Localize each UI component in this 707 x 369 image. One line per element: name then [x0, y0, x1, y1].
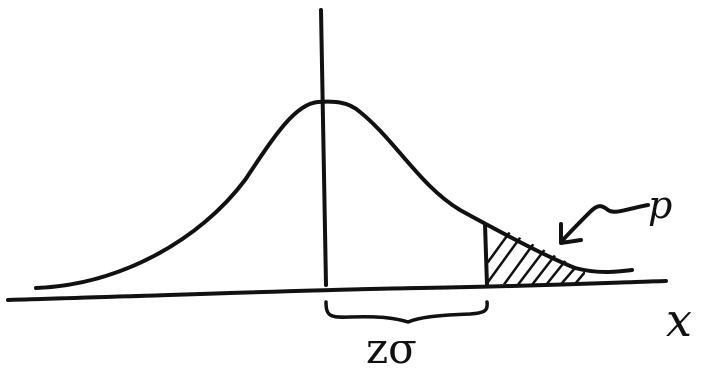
offset-label: zσ [366, 324, 417, 369]
x-axis-label: x [666, 293, 692, 347]
tail-probability-label: p [648, 183, 672, 227]
arrow-head [559, 222, 583, 245]
x-axis-line [6, 279, 668, 302]
mean-line [319, 8, 328, 287]
cutoff-line [483, 222, 489, 287]
offset-brace [324, 300, 489, 324]
bell-curve [34, 99, 634, 290]
tail-hatching [486, 222, 585, 284]
arrow-shaft [560, 203, 650, 243]
